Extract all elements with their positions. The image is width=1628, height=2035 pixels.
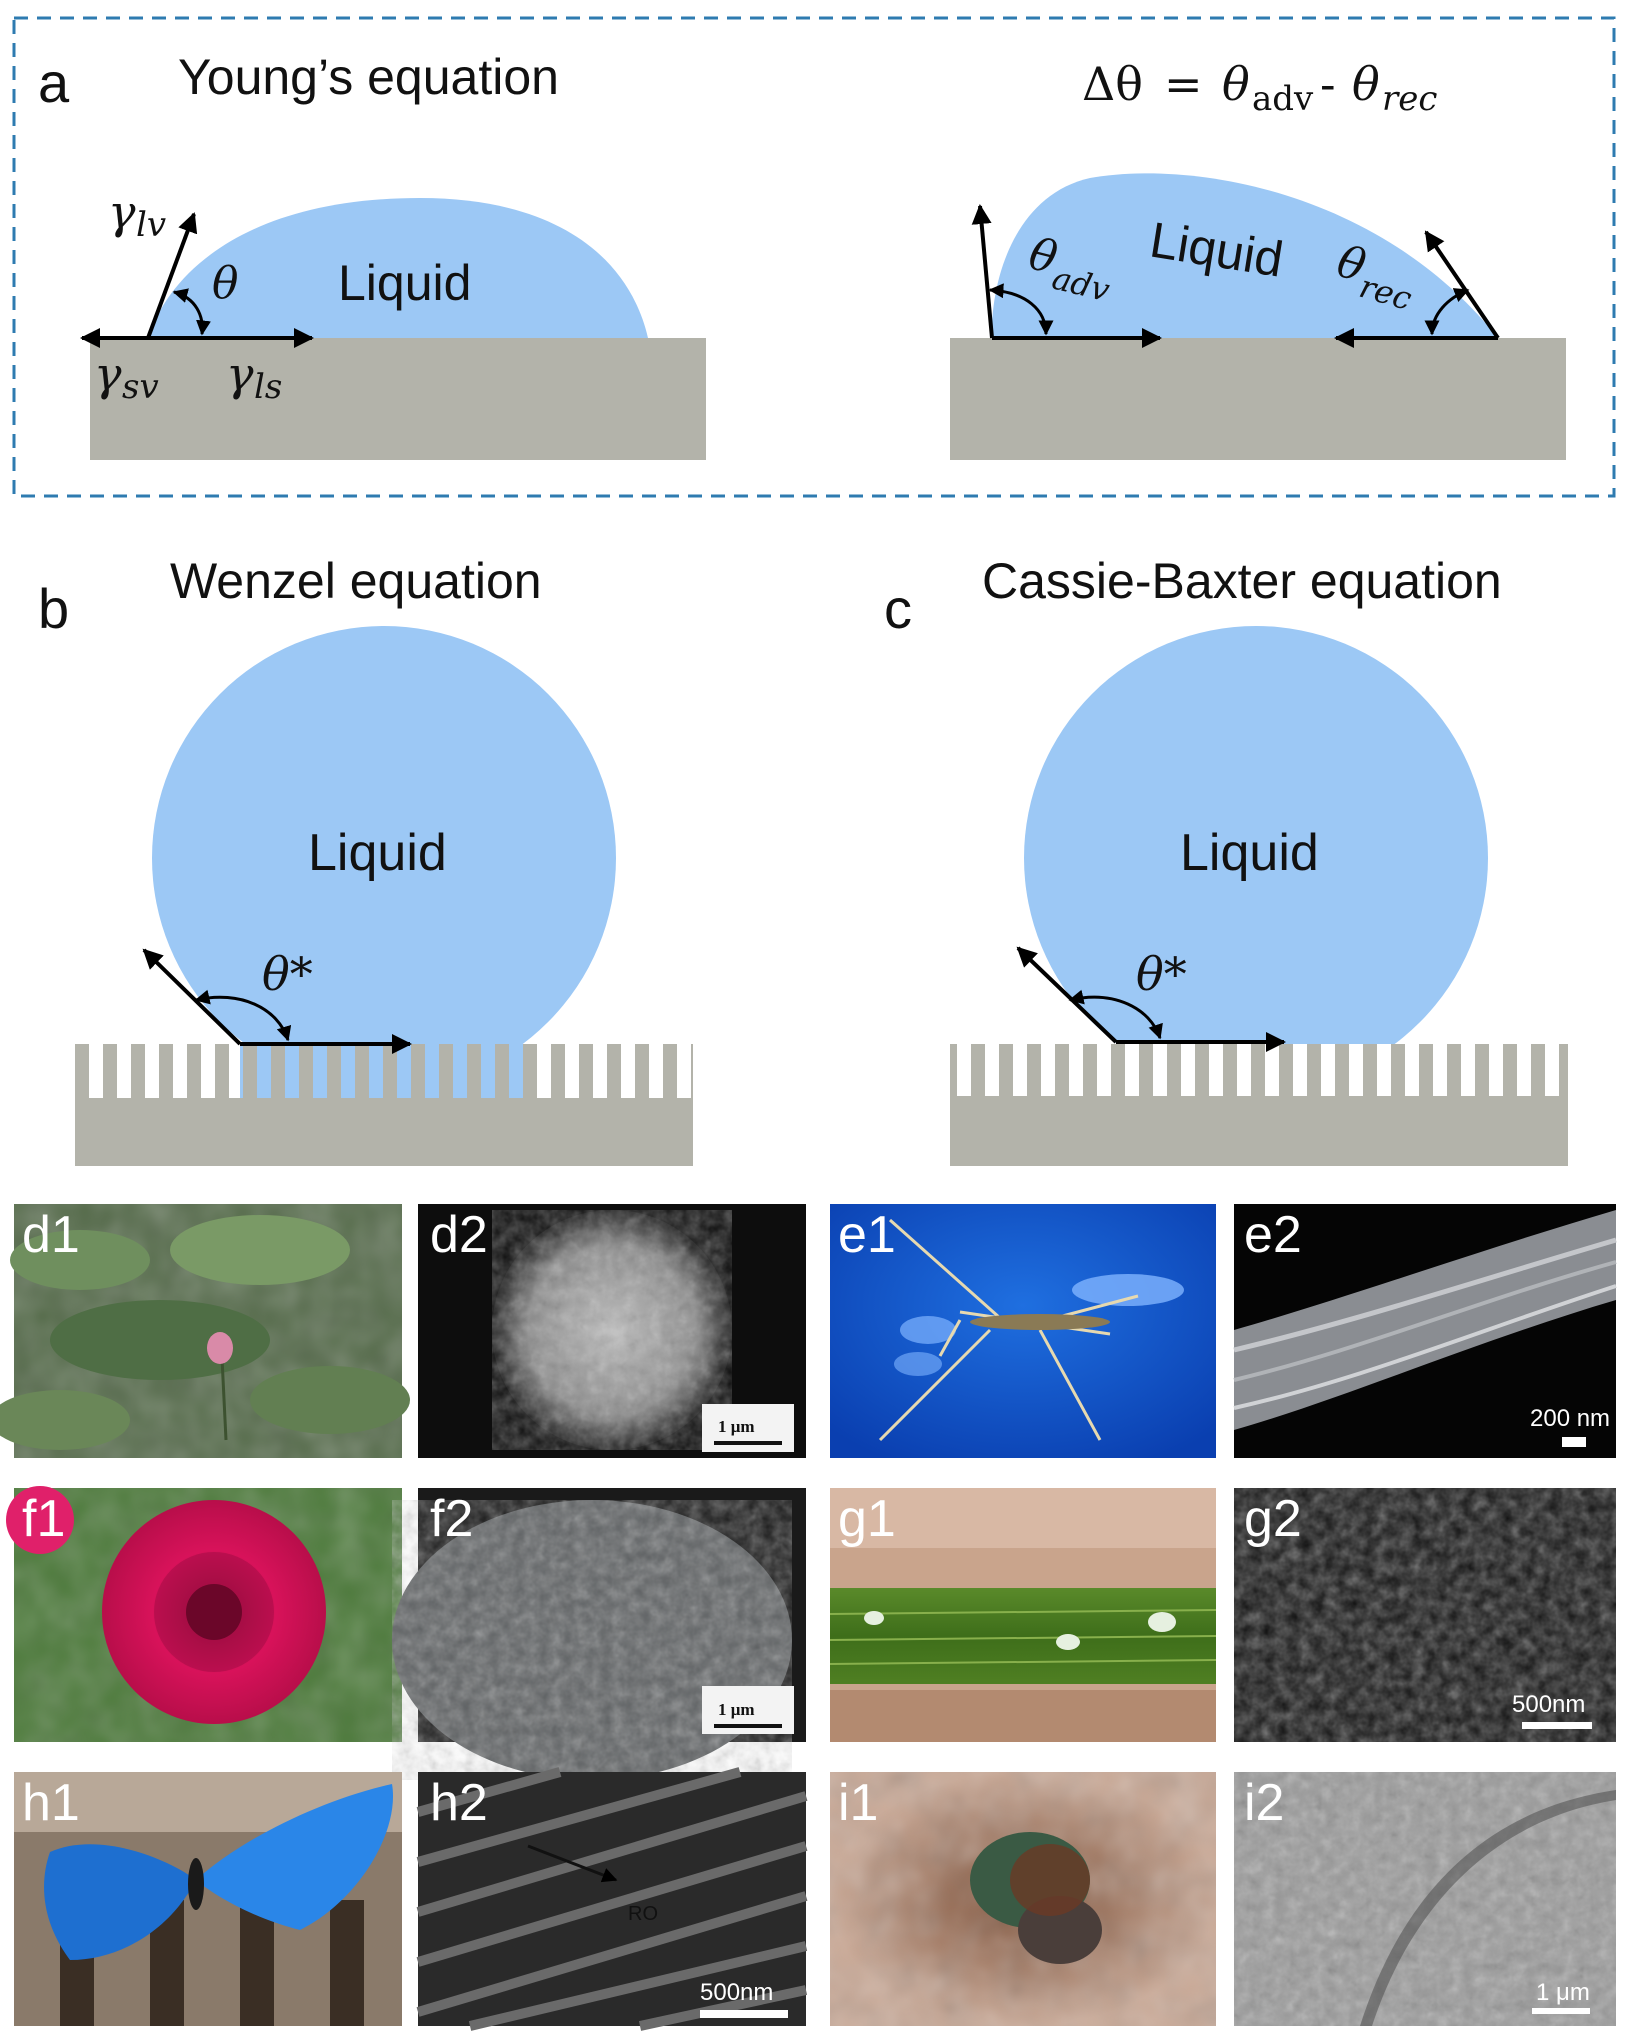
liquid-label-b: Liquid	[308, 824, 447, 882]
photo-g2: 500nm g2	[1234, 1488, 1616, 1742]
subscript-lv: lv	[136, 205, 166, 245]
liquid-label-a-left: Liquid	[338, 255, 471, 311]
photo-label-f1: f1	[22, 1490, 65, 1548]
photo-d1: d1	[0, 1204, 410, 1458]
photo-i2: 1 μm i2	[1234, 1772, 1616, 2026]
photo-label-e2: e2	[1244, 1206, 1302, 1264]
youngs-equation-title: Young’s equation	[178, 49, 559, 105]
scale-bar-f2: 1 μm	[718, 1700, 755, 1719]
panel-a-label: a	[38, 51, 70, 114]
gamma-lv-arrow	[146, 212, 198, 339]
photo-label-f2: f2	[430, 1490, 473, 1548]
photo-e1: e1	[830, 1204, 1216, 1458]
water-droplet	[1056, 1634, 1080, 1650]
photo-label-i2: i2	[1244, 1774, 1284, 1832]
photo-label-g1: g1	[838, 1490, 896, 1548]
theta-rec-arc	[1424, 288, 1470, 336]
droplet-right	[991, 173, 1498, 338]
water-droplet	[1148, 1612, 1176, 1632]
panel-a: a Young’s equation Δθ = θ adv - θ rec Li…	[12, 16, 1616, 498]
scale-bar-g2: 500nm	[1512, 1691, 1585, 1718]
gamma-sv-label: γ sv	[94, 347, 159, 407]
theta-adv-subscript: adv	[1252, 79, 1314, 119]
theta-star-arc-wenzel	[194, 989, 292, 1042]
liquid-label-c: Liquid	[1180, 824, 1319, 882]
pillar-array-wenzel	[75, 1044, 693, 1098]
wenzel-equation-title: Wenzel equation	[170, 553, 542, 609]
theta-label: θ	[212, 258, 239, 309]
minus-sign: -	[1320, 57, 1336, 111]
substrate-right	[950, 338, 1566, 460]
photo-label-d2: d2	[430, 1206, 488, 1264]
cassie-baxter-equation-title: Cassie-Baxter equation	[982, 553, 1502, 609]
pillar-array-cassie	[950, 1044, 1568, 1098]
photo-label-e1: e1	[838, 1206, 896, 1264]
theta-star-label-c: θ*	[1136, 947, 1187, 1001]
droplet-left	[148, 198, 648, 338]
photo-label-d1: d1	[22, 1206, 80, 1264]
photo-g1: g1	[829, 1488, 1217, 1742]
droplet-cassie	[1024, 626, 1488, 1090]
scale-bar-e2: 200 nm	[1530, 1405, 1610, 1432]
photo-d2: 1 μm d2	[418, 1204, 806, 1458]
theta-star-label-b: θ*	[262, 947, 313, 1001]
subscript-ls: ls	[254, 367, 282, 407]
gamma-symbol: γ	[108, 185, 136, 239]
droplet-wenzel	[152, 626, 616, 1090]
butterfly-wing-left	[44, 1844, 196, 1960]
photo-h1: h1	[14, 1772, 402, 2026]
panel-c-label: c	[884, 577, 912, 640]
scale-bar-h2: 500nm	[700, 1979, 773, 2006]
butterfly-wing-right	[196, 1784, 394, 1930]
delta-theta: Δθ	[1082, 57, 1143, 111]
panel-b-label: b	[38, 577, 69, 640]
receding-tangent-arrow	[1424, 230, 1500, 340]
photo-label-g2: g2	[1244, 1490, 1302, 1548]
photo-label-h2: h2	[430, 1774, 488, 1832]
photo-label-i1: i1	[838, 1774, 878, 1832]
gamma-lv-label: γ lv	[108, 185, 166, 245]
scale-bar-i2: 1 μm	[1536, 1979, 1590, 2006]
contact-angle-hysteresis-formula: Δθ = θ adv - θ rec	[1082, 57, 1437, 119]
water-strider-body	[970, 1314, 1110, 1330]
scale-bar-d2: 1 μm	[718, 1417, 755, 1436]
annotation-ro: RO	[628, 1903, 658, 1925]
photo-f1: f1	[6, 1486, 402, 1742]
substrate-wenzel	[75, 1096, 693, 1166]
photo-h2: RO 500nm h2	[416, 1767, 808, 2031]
gamma-symbol: γ	[226, 347, 254, 401]
panel-a-dashed-border	[12, 16, 1616, 498]
advancing-tangent-arrow	[971, 204, 994, 339]
substrate-left	[90, 338, 706, 460]
gamma-symbol: γ	[94, 347, 122, 401]
photo-f2: 1 μm f2	[392, 1488, 806, 1780]
theta-rec-symbol: θ	[1352, 57, 1380, 111]
theta-arc	[172, 288, 211, 336]
substrate-cassie	[950, 1096, 1568, 1166]
subscript-sv: sv	[122, 367, 159, 407]
water-droplet	[864, 1611, 884, 1625]
panel-c: c Cassie-Baxter equation Liquid θ*	[884, 553, 1568, 1166]
lotus-bud	[207, 1332, 233, 1364]
photo-i1: i1	[830, 1772, 1216, 2026]
theta-adv-arc	[988, 283, 1054, 336]
theta-rec-subscript: rec	[1382, 79, 1437, 119]
gamma-ls-label: γ ls	[226, 347, 282, 407]
wing-ridges	[416, 1767, 808, 2031]
panel-b: b Wenzel equation Liquid θ*	[38, 553, 693, 1166]
theta-adv-symbol: θ	[1222, 57, 1250, 111]
equals-sign: =	[1164, 57, 1203, 111]
theta-star-arc-cassie	[1068, 989, 1163, 1040]
photo-label-h1: h1	[22, 1774, 80, 1832]
photo-e2: 200 nm e2	[1233, 1204, 1617, 1458]
